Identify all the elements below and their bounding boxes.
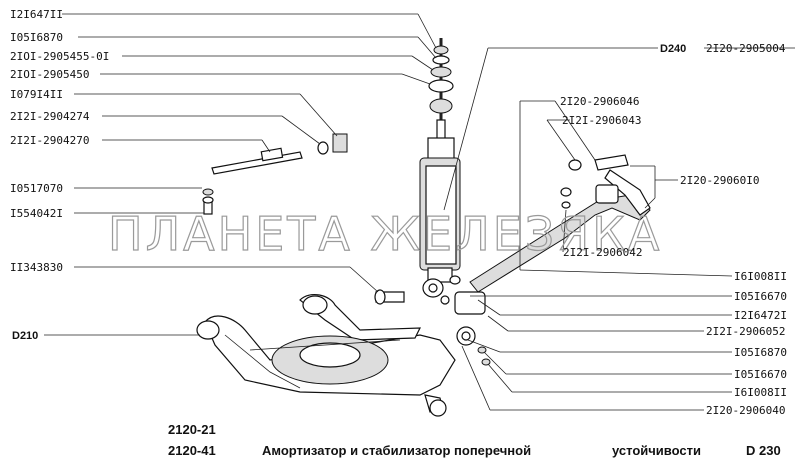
- watermark: ПЛАНЕТА ЖЕЛЕЗЯКА: [108, 207, 662, 261]
- part-label: 2I2I-2906043: [562, 114, 641, 127]
- diagram-code: D 230: [746, 443, 781, 458]
- part-label: D210: [12, 330, 38, 342]
- part-label: I05I6870: [734, 346, 787, 359]
- part-label: I6I008II: [734, 270, 787, 283]
- top-right-labels: D240 2I20-2905004: [660, 42, 786, 55]
- part-label: I05I6670: [734, 290, 787, 303]
- part-label: 2IOI-2905455-0I: [10, 50, 109, 63]
- footer: 2120-21 2120-41 Амортизатор и стабилизат…: [168, 422, 781, 458]
- part-label: I554042I: [10, 207, 63, 220]
- part-label: I2I647II: [10, 8, 63, 21]
- part-label: 2I2I-2904274: [10, 110, 90, 123]
- model-code-2: 2120-41: [168, 443, 216, 458]
- part-label: 2IOI-2905450: [10, 68, 89, 81]
- part-label: II343830: [10, 261, 63, 274]
- part-label: I079I4II: [10, 88, 63, 101]
- part-label: D240: [660, 43, 686, 55]
- strut-rod: [202, 133, 405, 305]
- stabilizer-bar: [440, 154, 651, 366]
- suspension-drawing: [196, 38, 651, 417]
- part-label: I6I008II: [734, 386, 787, 399]
- diagram-caption-2: устойчивости: [612, 443, 701, 458]
- model-code-1: 2120-21: [168, 422, 216, 437]
- part-label: I2I6472I: [734, 309, 787, 322]
- part-label: I05I6870: [10, 31, 63, 44]
- left-labels: I2I647II I05I6870 2IOI-2905455-0I 2IOI-2…: [10, 8, 109, 342]
- lower-control-arm: [196, 293, 456, 417]
- part-label: I0517070: [10, 182, 63, 195]
- part-label: 2I20-29060I0: [680, 174, 759, 187]
- part-label: 2I2I-2906042: [563, 246, 642, 259]
- part-label: 2I2I-2904270: [10, 134, 89, 147]
- leader-lines: [44, 13, 795, 411]
- part-label: I05I6670: [734, 368, 787, 381]
- part-label: 2I20-2906040: [706, 404, 785, 417]
- part-label: 2I2I-2906052: [706, 325, 785, 338]
- shock-absorber: [419, 38, 461, 298]
- part-label: 2I20-2905004: [706, 42, 786, 55]
- right-labels: 2I20-2906046 2I2I-2906043 2I20-29060I0 2…: [560, 95, 787, 417]
- diagram-caption: Амортизатор и стабилизатор поперечной: [262, 443, 531, 458]
- part-label: 2I20-2906046: [560, 95, 639, 108]
